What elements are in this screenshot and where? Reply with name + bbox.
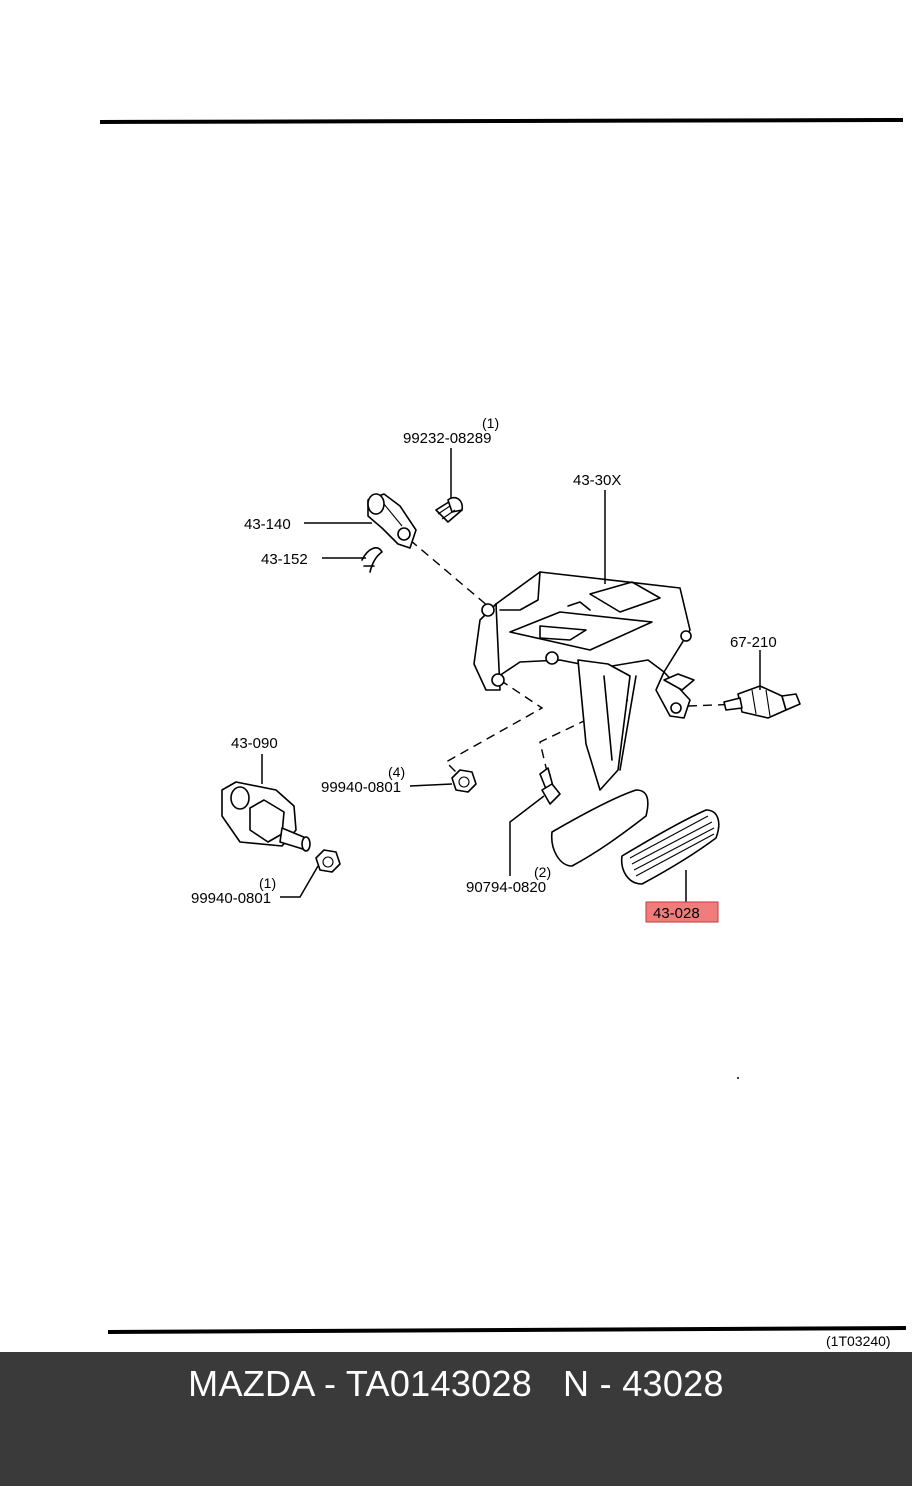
nut-icon xyxy=(315,849,341,873)
part-number: 67-210 xyxy=(730,634,777,651)
part-number: 43-140 xyxy=(244,516,291,533)
dash-bracket-to-nut xyxy=(444,679,544,779)
screw-icon xyxy=(539,767,561,805)
footer-part-code: TA0143028 xyxy=(345,1363,533,1404)
footer-brand: MAZDA xyxy=(188,1363,314,1404)
callout-43-152[interactable]: 43-152 xyxy=(261,551,308,568)
part-quantity: (1) xyxy=(259,875,276,891)
callout-43-140[interactable]: 43-140 xyxy=(244,516,291,533)
callout-67-210[interactable]: 67-210 xyxy=(730,634,777,651)
callout-43-028[interactable]: 43-028 xyxy=(653,905,700,922)
part-quantity: (4) xyxy=(388,764,405,780)
highlight-box xyxy=(645,901,719,923)
leader-99940-0801-4 xyxy=(409,783,453,787)
pedal-pad-icon xyxy=(550,789,649,867)
callout-99940-0801-1[interactable]: (1) 99940-0801 xyxy=(191,875,276,907)
pedal-bracket-icon xyxy=(473,571,695,791)
footer-part-info: MAZDA - TA0143028 N - 43028 xyxy=(188,1363,724,1404)
clip-icon xyxy=(361,547,383,573)
top-rule xyxy=(99,118,904,124)
dash-bolt-to-bracket xyxy=(409,539,496,613)
parts-diagram: (1T03240) xyxy=(99,118,907,1349)
footer-bar: MAZDA - TA0143028 N - 43028 xyxy=(0,1352,912,1486)
callout-99232-08289[interactable]: (1) 99232-08289 xyxy=(403,415,499,447)
part-number: 43-090 xyxy=(231,735,278,752)
speck xyxy=(737,1077,739,1079)
callout-43-30X[interactable]: 43-30X xyxy=(573,472,621,489)
bracket-plate-icon xyxy=(221,781,311,852)
diagram-code: (1T03240) xyxy=(826,1333,891,1349)
part-number: 99232-08289 xyxy=(403,430,491,447)
callout-99940-0801-4[interactable]: (4) 99940-0801 xyxy=(321,764,405,796)
callout-43-090[interactable]: 43-090 xyxy=(231,735,278,752)
part-number: 99940-0801 xyxy=(321,779,401,796)
clevis-icon xyxy=(367,493,417,549)
callout-90794-0820[interactable]: (2) 90794-0820 xyxy=(466,864,551,896)
nut-icon xyxy=(451,769,477,793)
part-number: 43-152 xyxy=(261,551,308,568)
part-number: 90794-0820 xyxy=(466,879,546,896)
part-number: 43-30X xyxy=(573,472,621,489)
part-number-highlighted: 43-028 xyxy=(653,905,700,922)
bolt-icon xyxy=(435,496,464,523)
pedal-pad-cover-icon xyxy=(620,809,720,885)
leader-90794-0820 xyxy=(509,795,545,876)
part-number: 99940-0801 xyxy=(191,890,271,907)
bottom-rule xyxy=(107,1326,907,1334)
leader-99940-0801-1 xyxy=(280,865,319,898)
part-quantity: (2) xyxy=(534,864,551,880)
stop-switch-icon xyxy=(723,685,801,719)
part-quantity: (1) xyxy=(482,415,499,431)
footer-alt-code: N - 43028 xyxy=(563,1363,724,1404)
